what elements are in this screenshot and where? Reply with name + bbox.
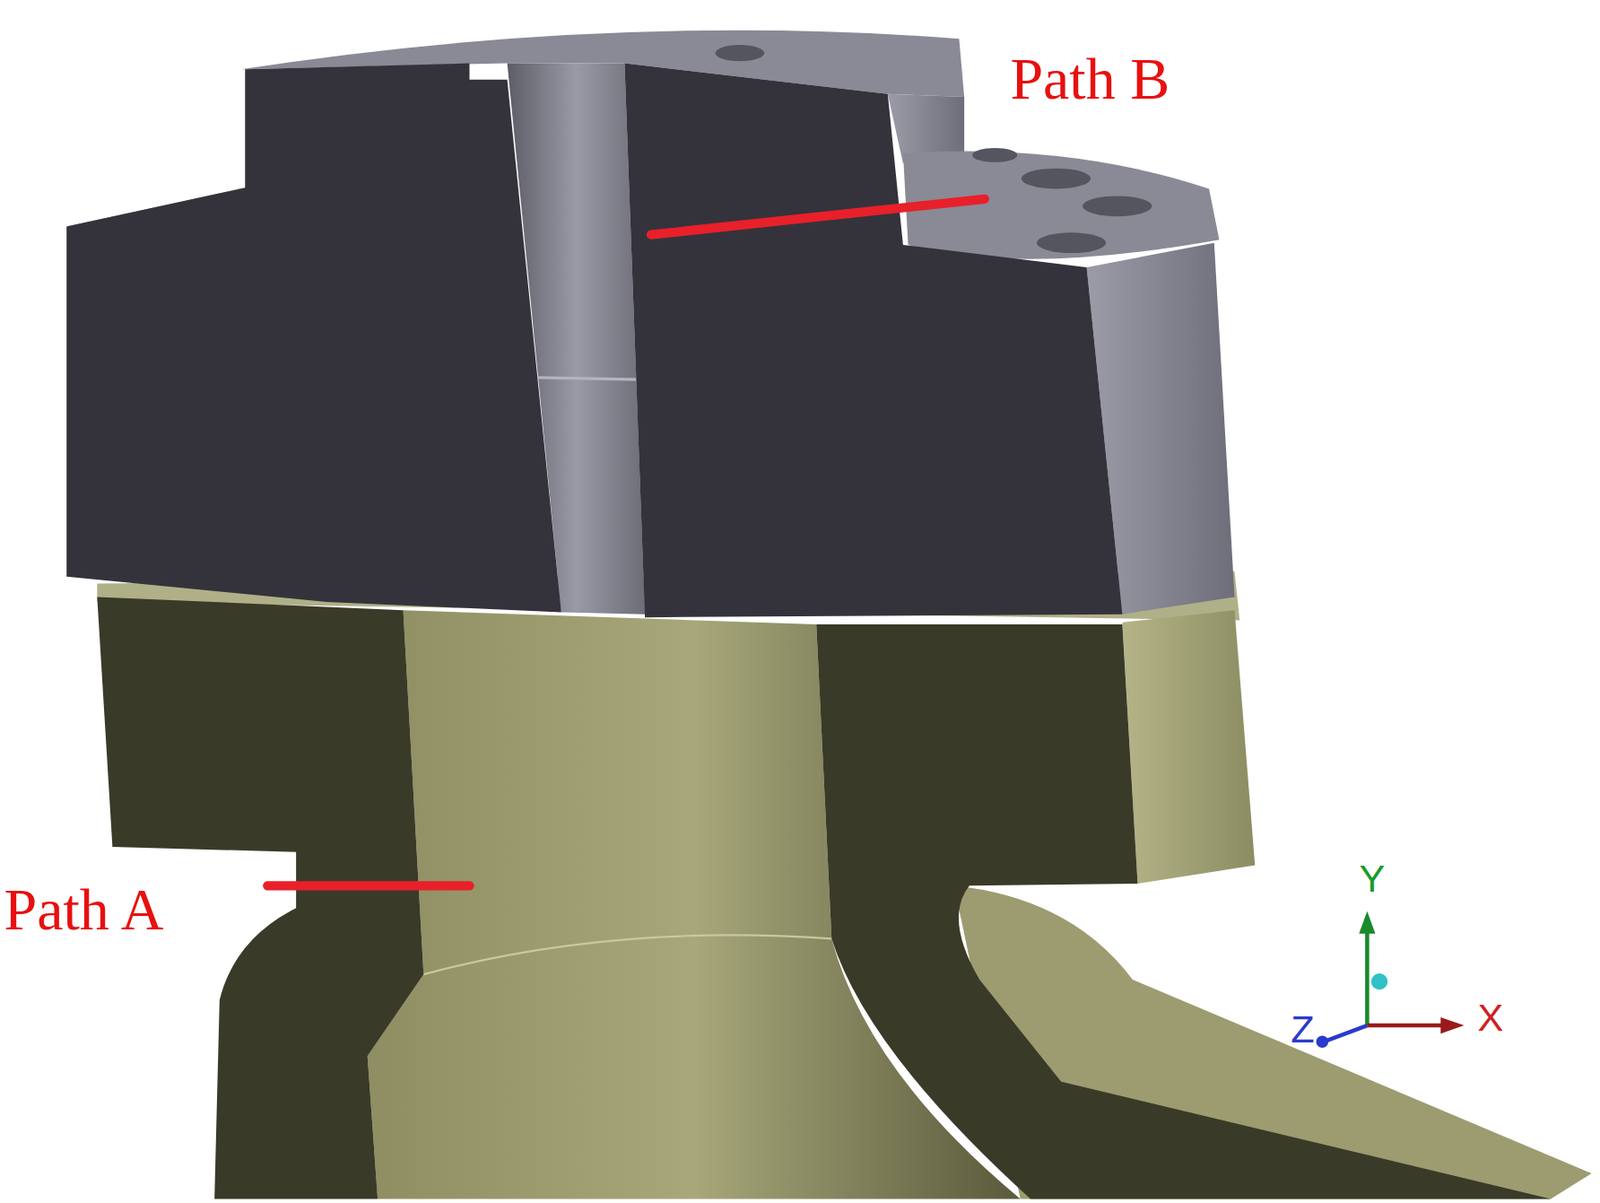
axis-label: Y [1358, 859, 1385, 898]
path-label: Path A [4, 879, 165, 940]
z-marker [1316, 1034, 1330, 1048]
bore-edge [423, 934, 832, 974]
x-axis [1366, 1023, 1444, 1028]
axis-label: Z [1290, 1009, 1314, 1049]
path-a-line [267, 880, 470, 890]
path-label: Path B [1009, 49, 1170, 109]
bonnet [66, 30, 1235, 618]
bolt-hole [1082, 195, 1152, 217]
bolt-hole [1021, 168, 1091, 190]
flange-side [1121, 609, 1255, 884]
axis-label: X [1477, 998, 1504, 1037]
lower-body [96, 571, 1592, 1200]
bonnet-cut-right [624, 63, 1122, 618]
body-cut-right [816, 624, 1551, 1199]
bore-step [538, 377, 642, 380]
path-b-line [651, 199, 985, 235]
y-arrowhead [1358, 911, 1375, 934]
bolt-hole [972, 147, 1018, 163]
axis-triad [1316, 911, 1465, 1048]
z-axis [1326, 1025, 1367, 1041]
y-axis [1365, 928, 1370, 1026]
bolt-hole [1036, 232, 1106, 253]
bolt-hole [715, 44, 766, 61]
x-arrowhead [1440, 1017, 1464, 1034]
bonnet-cut-left [66, 63, 562, 613]
view-sphere [1371, 973, 1388, 990]
